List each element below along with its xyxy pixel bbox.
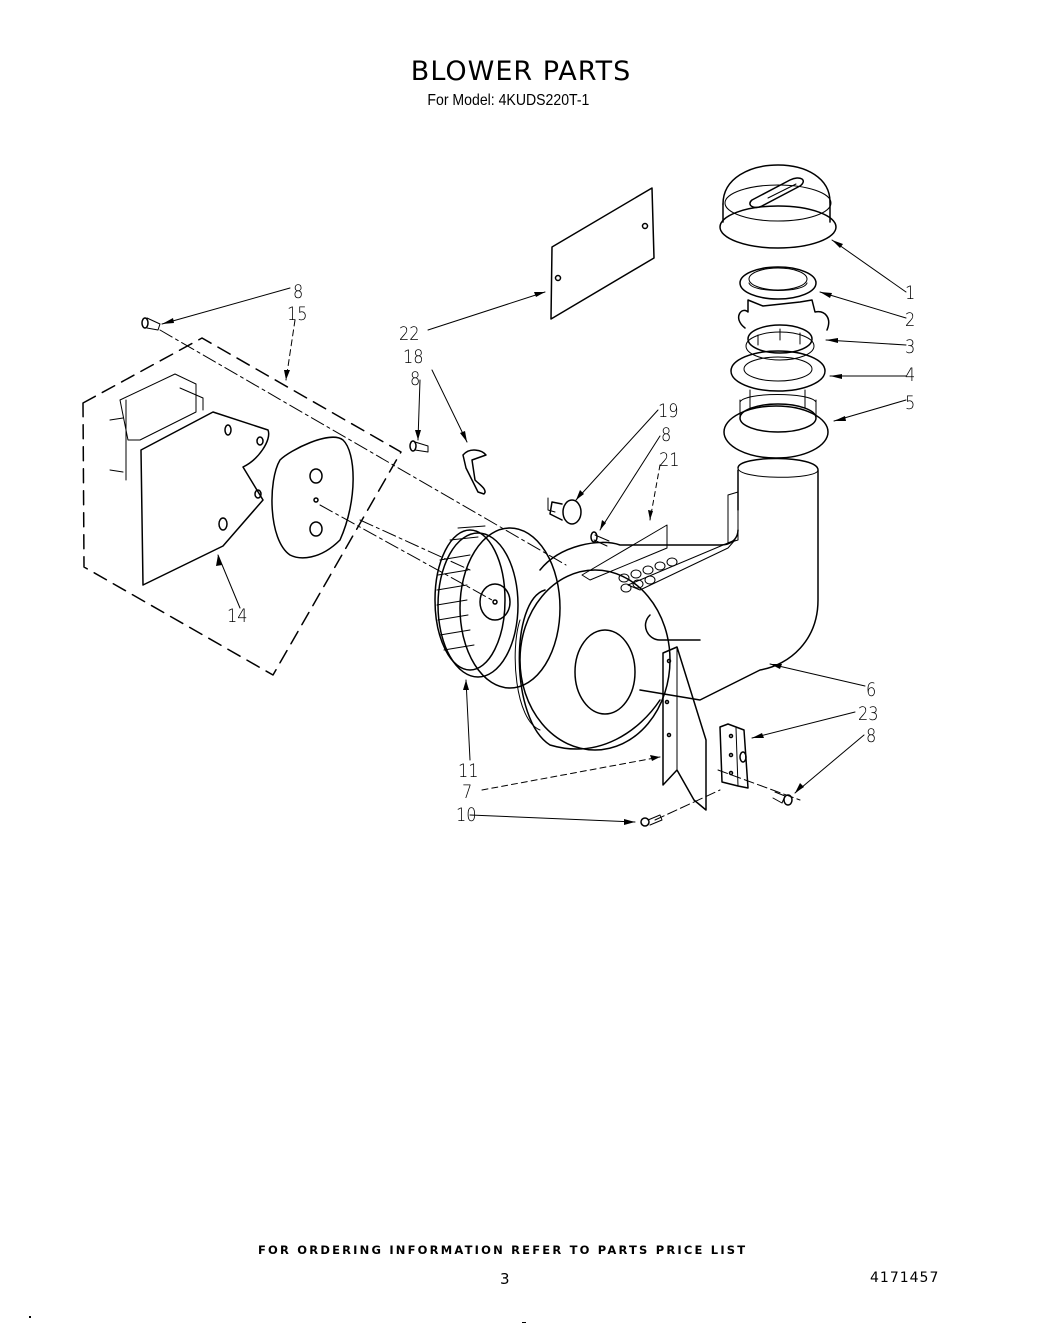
model-subtitle: For Model: 4KUDS220T-1 xyxy=(63,92,989,110)
part-21-bracket xyxy=(581,524,668,581)
part-8-screw-top-left xyxy=(141,317,161,331)
callout-21: 21 xyxy=(659,449,680,471)
part-18-clip xyxy=(462,449,487,495)
part-8-screw-center xyxy=(590,531,610,547)
callout-18: 18 xyxy=(403,346,424,368)
callout-3: 3 xyxy=(905,336,916,358)
part-8-screw-left xyxy=(409,440,429,453)
part-10-screw xyxy=(640,814,663,827)
arrowheads xyxy=(162,240,846,825)
callout-5: 5 xyxy=(905,392,916,414)
part-11-blower-wheel xyxy=(434,525,561,689)
callout-10: 10 xyxy=(456,804,477,826)
callout-8-right: 8 xyxy=(866,725,877,747)
callout-11: 11 xyxy=(458,760,479,782)
callout-6: 6 xyxy=(866,679,877,701)
part-23-bracket xyxy=(719,723,749,789)
part-2-gasket xyxy=(739,266,817,300)
callout-15: 15 xyxy=(287,303,308,325)
part-22-cover-plate xyxy=(550,187,655,320)
callout-14: 14 xyxy=(227,605,248,627)
part-7-mounting-bracket xyxy=(662,646,707,811)
part-3-collar xyxy=(737,299,830,361)
part-19-capacitor xyxy=(547,497,582,525)
part-5-flange xyxy=(723,389,829,459)
page-number: 3 xyxy=(500,1270,510,1288)
page-title: BLOWER PARTS xyxy=(0,56,1052,87)
model-subtitle-text: For Model: 4KUDS220T-1 xyxy=(427,92,590,109)
callout-8-top-left: 8 xyxy=(293,281,304,303)
part-8-screw-right xyxy=(772,791,793,806)
part-14-motor xyxy=(109,373,354,586)
callout-19: 19 xyxy=(658,400,679,422)
callout-1: 1 xyxy=(905,282,916,304)
callout-4: 4 xyxy=(905,364,916,386)
callout-22: 22 xyxy=(399,323,420,345)
scan-speck xyxy=(29,1316,31,1318)
callout-2: 2 xyxy=(905,309,916,331)
ordering-note: FOR ORDERING INFORMATION REFER TO PARTS … xyxy=(258,1243,748,1257)
part-15-motor-assembly-box xyxy=(82,337,402,676)
leader-lines xyxy=(159,239,907,823)
callout-8-left: 8 xyxy=(410,368,421,390)
callout-7: 7 xyxy=(462,781,473,803)
callout-8-center: 8 xyxy=(661,424,672,446)
page-title-text: BLOWER PARTS xyxy=(410,56,632,87)
callout-23: 23 xyxy=(858,703,879,725)
scan-speck xyxy=(522,1322,526,1323)
part-4-ring xyxy=(730,350,826,392)
document-number: 4171457 xyxy=(870,1270,940,1286)
part-1-cap xyxy=(719,164,837,249)
